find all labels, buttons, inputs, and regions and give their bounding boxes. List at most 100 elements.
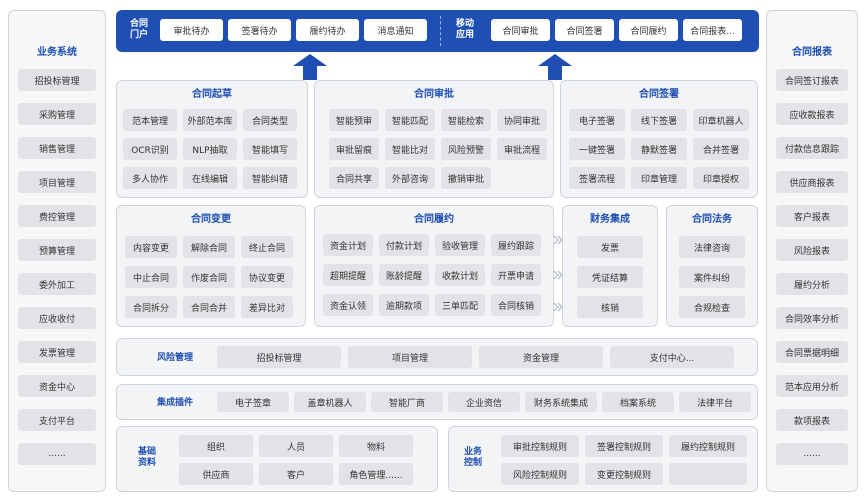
sidebar-item[interactable]: 项目管理 <box>18 171 96 193</box>
module-item[interactable]: 智能纠错 <box>243 167 297 189</box>
sidebar-item[interactable]: 合同票据明细 <box>776 341 848 363</box>
module-item[interactable]: 审批流程 <box>497 138 547 160</box>
plugin-item[interactable]: 法律平台 <box>679 392 751 412</box>
sidebar-item[interactable]: 委外加工 <box>18 273 96 295</box>
module-item[interactable]: 资金认领 <box>323 294 373 316</box>
risk-item[interactable]: 项目管理 <box>348 346 472 368</box>
module-item[interactable]: 智能匹配 <box>385 109 435 131</box>
module-item[interactable]: 智能检索 <box>441 109 491 131</box>
module-item[interactable]: 撤销审批 <box>441 167 491 189</box>
sidebar-item[interactable]: ...... <box>18 443 96 465</box>
module-item[interactable]: 法律咨询 <box>679 236 745 258</box>
module-item[interactable]: 供应商 <box>179 463 253 485</box>
module-item[interactable]: 合同核销 <box>491 294 541 316</box>
module-item[interactable]: 账龄提醒 <box>379 264 429 286</box>
module-item[interactable]: 三单匹配 <box>435 294 485 316</box>
mobile-button[interactable]: 合同履约 <box>619 19 678 41</box>
module-item[interactable]: 履约控制规则 <box>669 435 747 457</box>
sidebar-item[interactable]: 客户报表 <box>776 205 848 227</box>
sidebar-item[interactable]: 采购管理 <box>18 103 96 125</box>
module-item[interactable]: OCR识别 <box>123 138 177 160</box>
module-item[interactable]: 电子签署 <box>569 109 625 131</box>
module-item[interactable]: 智能比对 <box>385 138 435 160</box>
module-item[interactable]: 在线编辑 <box>183 167 237 189</box>
module-item[interactable]: NLP抽取 <box>183 138 237 160</box>
sidebar-item[interactable]: 合同效率分析 <box>776 307 848 329</box>
sidebar-item[interactable]: 支付平台 <box>18 409 96 431</box>
module-item[interactable]: 履约跟踪 <box>491 234 541 256</box>
risk-item[interactable]: 支付中心... <box>610 346 734 368</box>
module-item[interactable]: 终止合同 <box>241 236 293 258</box>
module-item[interactable]: 内容变更 <box>125 236 177 258</box>
sidebar-item[interactable]: 发票管理 <box>18 341 96 363</box>
sidebar-item[interactable]: 合同签订报表 <box>776 69 848 91</box>
portal-button[interactable]: 签署待办 <box>228 19 291 41</box>
module-item[interactable]: 组织 <box>179 435 253 457</box>
sidebar-item[interactable]: 风险报表 <box>776 239 848 261</box>
module-item[interactable]: 合同共享 <box>329 167 379 189</box>
module-item[interactable]: 审批控制规则 <box>501 435 579 457</box>
module-item[interactable]: 物料 <box>339 435 413 457</box>
risk-item[interactable]: 资金管理 <box>479 346 603 368</box>
module-item[interactable]: 风险预警 <box>441 138 491 160</box>
sidebar-item[interactable]: 供应商报表 <box>776 171 848 193</box>
module-item[interactable]: 案件纠纷 <box>679 266 745 288</box>
module-item[interactable]: 印章授权 <box>693 167 749 189</box>
sidebar-item[interactable]: 销售管理 <box>18 137 96 159</box>
module-item[interactable]: 多人协作 <box>123 167 177 189</box>
sidebar-item[interactable]: 预算管理 <box>18 239 96 261</box>
module-item[interactable]: 范本管理 <box>123 109 177 131</box>
module-item[interactable]: 解除合同 <box>183 236 235 258</box>
module-item[interactable]: 验收管理 <box>435 234 485 256</box>
module-item[interactable]: 人员 <box>259 435 333 457</box>
module-item[interactable]: 风险控制规则 <box>501 463 579 485</box>
module-item[interactable]: 中止合同 <box>125 266 177 288</box>
module-item[interactable]: 差异比对 <box>241 296 293 318</box>
portal-button[interactable]: 消息通知 <box>364 19 427 41</box>
plugin-item[interactable]: 档案系统 <box>602 392 674 412</box>
sidebar-item[interactable]: 资金中心 <box>18 375 96 397</box>
plugin-item[interactable]: 财务系统集成 <box>525 392 597 412</box>
sidebar-item[interactable]: 应收收付 <box>18 307 96 329</box>
module-item[interactable]: 印章管理 <box>631 167 687 189</box>
module-item[interactable]: 外部范本库 <box>183 109 237 131</box>
mobile-button[interactable]: 合同审批 <box>491 19 550 41</box>
module-item[interactable]: 逾期款项 <box>379 294 429 316</box>
mobile-button[interactable]: 合同签署 <box>555 19 614 41</box>
module-item[interactable]: 一键签署 <box>569 138 625 160</box>
plugin-item[interactable]: 电子签章 <box>217 392 289 412</box>
sidebar-item[interactable]: 履约分析 <box>776 273 848 295</box>
sidebar-item[interactable]: ...... <box>776 443 848 465</box>
module-item[interactable]: 作废合同 <box>183 266 235 288</box>
module-item[interactable]: 合同合并 <box>183 296 235 318</box>
module-item[interactable]: 合同类型 <box>243 109 297 131</box>
module-item[interactable]: 智能填写 <box>243 138 297 160</box>
sidebar-item[interactable]: 费控管理 <box>18 205 96 227</box>
module-item[interactable]: 合规检查 <box>679 296 745 318</box>
sidebar-item[interactable]: 应收款报表 <box>776 103 848 125</box>
module-item[interactable]: 印章机器人 <box>693 109 749 131</box>
module-item[interactable]: 签署控制规则 <box>585 435 663 457</box>
module-item[interactable]: 签署流程 <box>569 167 625 189</box>
module-item[interactable]: 超期提醒 <box>323 264 373 286</box>
plugin-item[interactable]: 智能厂商 <box>371 392 443 412</box>
module-item[interactable]: 核销 <box>577 296 643 318</box>
portal-button[interactable]: 履约待办 <box>296 19 359 41</box>
plugin-item[interactable]: 企业资信 <box>448 392 520 412</box>
plugin-item[interactable]: 盖章机器人 <box>294 392 366 412</box>
module-item[interactable]: 协议变更 <box>241 266 293 288</box>
module-item[interactable]: 付款计划 <box>379 234 429 256</box>
module-item[interactable]: 收款计划 <box>435 264 485 286</box>
portal-button[interactable]: 审批待办 <box>160 19 223 41</box>
module-item[interactable]: 发票 <box>577 236 643 258</box>
module-item[interactable]: 客户 <box>259 463 333 485</box>
module-item[interactable]: 协同审批 <box>497 109 547 131</box>
module-item[interactable]: 合并签署 <box>693 138 749 160</box>
module-item[interactable]: 资金计划 <box>323 234 373 256</box>
sidebar-item[interactable]: 招投标管理 <box>18 69 96 91</box>
module-item[interactable]: 变更控制规则 <box>585 463 663 485</box>
module-item[interactable]: 开票申请 <box>491 264 541 286</box>
risk-item[interactable]: 招投标管理 <box>217 346 341 368</box>
module-item[interactable]: 合同拆分 <box>125 296 177 318</box>
sidebar-item[interactable]: 范本应用分析 <box>776 375 848 397</box>
